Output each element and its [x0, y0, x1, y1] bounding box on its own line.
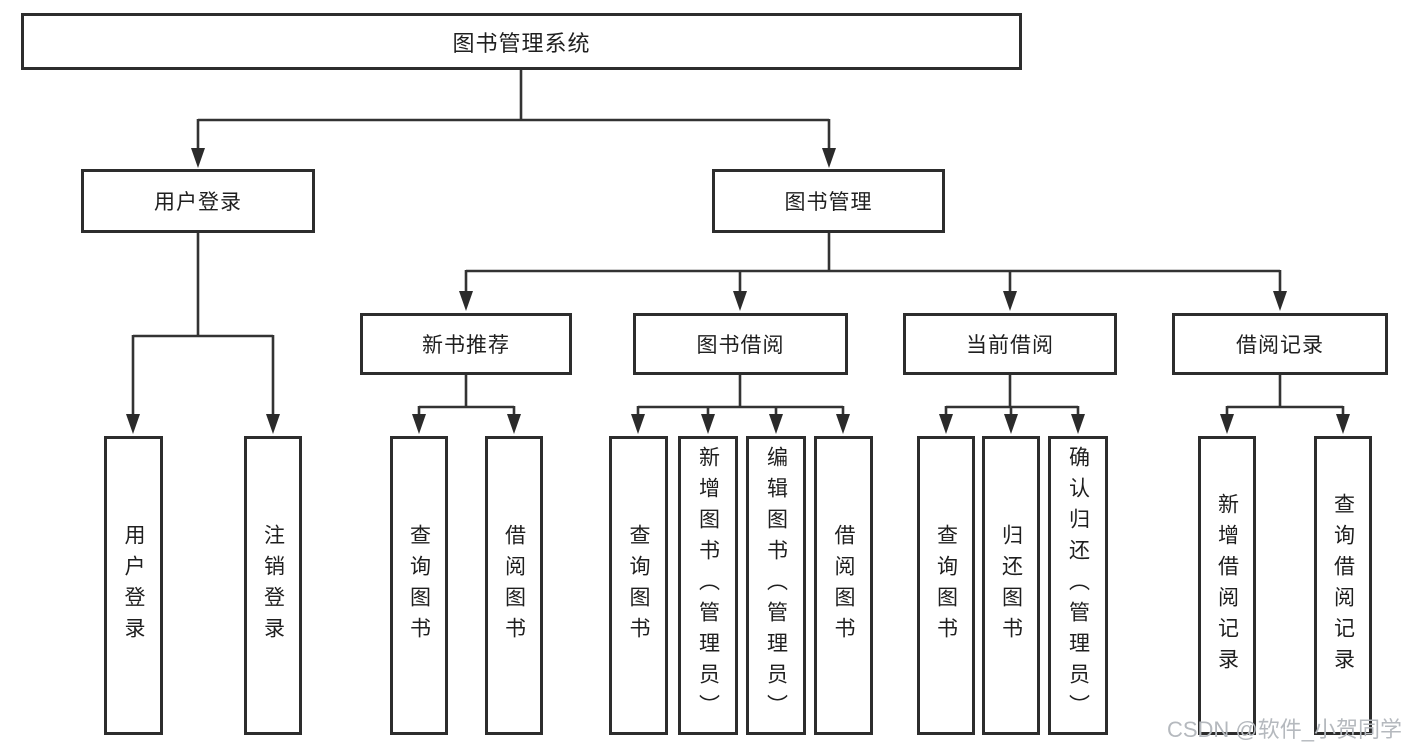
leaf-add-book-admin: 新增图书（管理员）	[678, 436, 738, 735]
node-borrow-record: 借阅记录	[1172, 313, 1388, 375]
leaf-edit-book-admin: 编辑图书（管理员）	[746, 436, 806, 735]
node-user-login: 用户登录	[81, 169, 315, 233]
connector-book-borrow-children	[631, 375, 850, 434]
leaf-borrow-books-2: 借阅图书	[814, 436, 873, 735]
node-book-management: 图书管理	[712, 169, 945, 233]
leaf-return-book: 归还图书	[982, 436, 1040, 735]
connector-current-borrow-children	[939, 375, 1085, 434]
leaf-query-books-1: 查询图书	[390, 436, 448, 735]
connector-borrow-record-children	[1220, 375, 1350, 434]
connector-new-book-children	[412, 375, 521, 434]
node-new-book-recommend: 新书推荐	[360, 313, 572, 375]
connector-root-to-level2	[191, 70, 836, 168]
arrow-down-icon	[412, 414, 426, 434]
arrow-down-icon	[1003, 291, 1017, 311]
arrow-down-icon	[1220, 414, 1234, 434]
leaf-borrow-books-1: 借阅图书	[485, 436, 543, 735]
node-root-system: 图书管理系统	[21, 13, 1022, 70]
leaf-query-books-3: 查询图书	[917, 436, 975, 735]
leaf-logout: 注销登录	[244, 436, 302, 735]
arrow-down-icon	[126, 414, 140, 434]
arrow-down-icon	[733, 291, 747, 311]
arrow-down-icon	[822, 148, 836, 168]
arrow-down-icon	[1071, 414, 1085, 434]
connector-user-login-children	[126, 233, 280, 434]
arrow-down-icon	[1336, 414, 1350, 434]
csdn-watermark: CSDN @软件_小贺同学	[1166, 717, 1402, 742]
arrow-down-icon	[507, 414, 521, 434]
arrow-down-icon	[459, 291, 473, 311]
arrow-down-icon	[191, 148, 205, 168]
node-book-borrow: 图书借阅	[633, 313, 848, 375]
leaf-user-login: 用户登录	[104, 436, 163, 735]
arrow-down-icon	[266, 414, 280, 434]
arrow-down-icon	[1273, 291, 1287, 311]
arrow-down-icon	[1004, 414, 1018, 434]
connector-book-mgmt-to-level3	[459, 233, 1287, 311]
arrow-down-icon	[769, 414, 783, 434]
leaf-query-books-2: 查询图书	[609, 436, 668, 735]
leaf-confirm-return-admin: 确认归还（管理员）	[1048, 436, 1108, 735]
leaf-query-borrow-record: 查询借阅记录	[1314, 436, 1372, 735]
leaf-add-borrow-record: 新增借阅记录	[1198, 436, 1256, 735]
arrow-down-icon	[701, 414, 715, 434]
arrow-down-icon	[631, 414, 645, 434]
arrow-down-icon	[836, 414, 850, 434]
node-current-borrow: 当前借阅	[903, 313, 1117, 375]
arrow-down-icon	[939, 414, 953, 434]
